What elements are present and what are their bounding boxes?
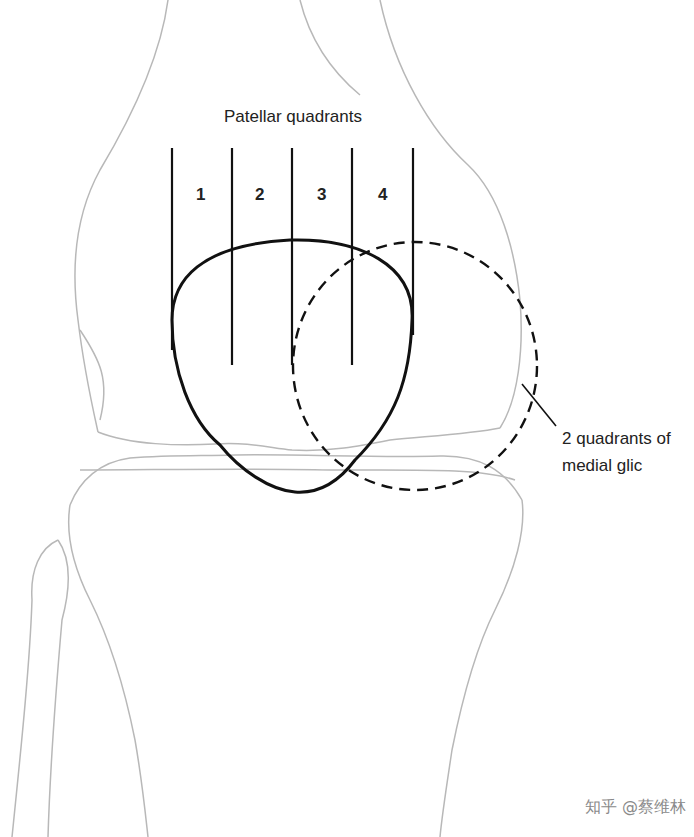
tibia-line [80, 469, 515, 480]
heading-label: Patellar quadrants [224, 107, 362, 127]
tibia-outline [69, 505, 148, 837]
tibia-outline [440, 500, 523, 837]
femur-line [80, 330, 104, 420]
fibula-outline [12, 540, 58, 837]
leader-line [522, 384, 556, 426]
femur-condyle [98, 428, 500, 450]
glided-patella [293, 242, 537, 490]
patella-outline [172, 240, 412, 492]
fibula-outline [48, 540, 68, 837]
callout-label: 2 quadrants of medial glic [562, 425, 676, 479]
femur-outline [380, 0, 521, 428]
quadrant-number: 3 [317, 185, 326, 205]
tibia-plateau [70, 455, 522, 505]
quadrant-number: 1 [196, 185, 205, 205]
bone-outlines [12, 0, 523, 837]
femur-line [300, 0, 360, 95]
quadrant-number: 2 [255, 185, 264, 205]
watermark: 知乎 @蔡维林 [585, 797, 686, 817]
femur-outline [75, 0, 168, 432]
quadrant-number: 4 [378, 185, 387, 205]
